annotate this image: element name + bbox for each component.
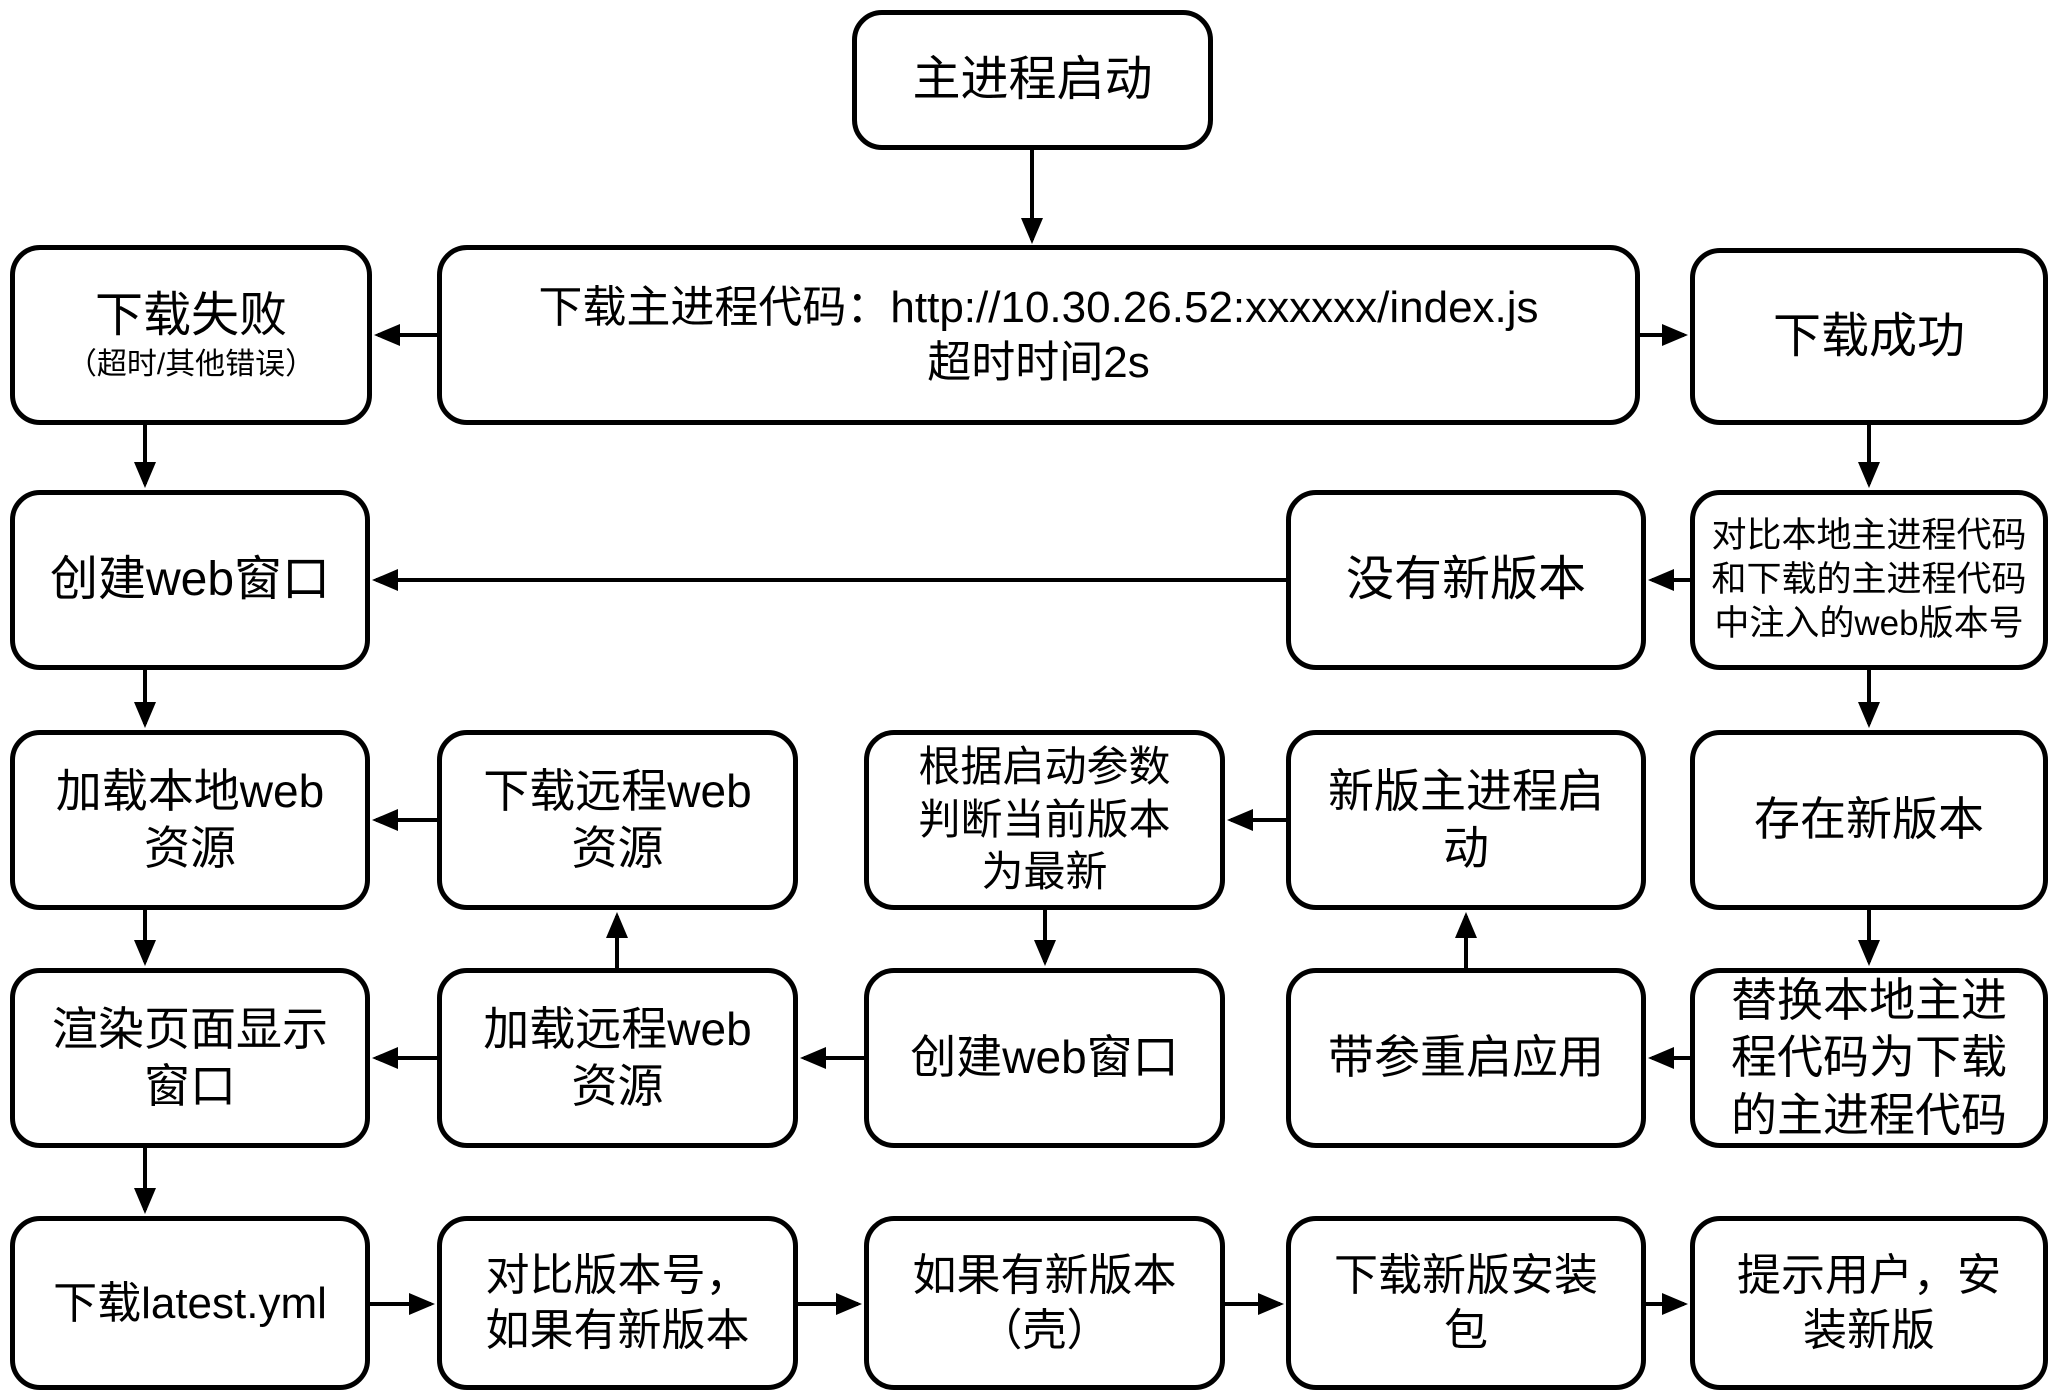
flow-node-download-fail: 下载失败 （超时/其他错误） xyxy=(10,245,372,425)
flow-node-label: 如果有新版本 xyxy=(912,1251,1177,1300)
flow-node-label: 加载远程web xyxy=(483,1002,752,1055)
flow-node-label: 包 xyxy=(1444,1306,1488,1355)
flow-node-label: 没有新版本 xyxy=(1345,553,1586,606)
flow-node-label: 超时时间2s xyxy=(927,338,1150,387)
flow-node-start: 主进程启动 xyxy=(852,10,1213,150)
flow-node-label: 资源 xyxy=(144,822,236,874)
flow-node-prompt-install: 提示用户，安装新版 xyxy=(1690,1216,2048,1390)
flow-node-label: 和下载的主进程代码 xyxy=(1711,560,2027,600)
flow-node-download-main: 下载主进程代码：http://10.30.26.52:xxxxxx/index.… xyxy=(437,245,1640,425)
flow-node-label: 下载失败 xyxy=(94,289,287,343)
flow-node-new-main-start: 新版主进程启动 xyxy=(1286,730,1646,910)
flow-node-label: 渲染页面显示 xyxy=(52,1002,328,1055)
flow-node-label: 为最新 xyxy=(981,848,1108,896)
flow-node-download-latest-yml: 下载latest.yml xyxy=(10,1216,370,1390)
flow-node-download-installer: 下载新版安装包 xyxy=(1286,1216,1646,1390)
flow-node-label: 存在新版本 xyxy=(1754,793,1984,846)
flow-node-label: 资源 xyxy=(571,1060,664,1112)
flow-node-compare-version: 对比本地主进程代码和下载的主进程代码中注入的web版本号 xyxy=(1690,490,2048,670)
flow-node-label: 下载主进程代码：http://10.30.26.52:xxxxxx/index.… xyxy=(538,283,1539,332)
flow-node-label: 下载远程web xyxy=(483,764,752,817)
flow-node-label: 根据启动参数 xyxy=(918,743,1171,791)
flow-node-label: 装新版 xyxy=(1803,1306,1935,1355)
flow-node-compare-version-num: 对比版本号， 如果有新版本 xyxy=(437,1216,798,1390)
flow-node-label: 的主进程代码 xyxy=(1731,1088,2007,1141)
flow-node-label: 创建web窗口 xyxy=(910,1031,1179,1084)
flow-node-label: 下载成功 xyxy=(1772,309,1965,363)
flow-node-exist-new-version: 存在新版本 xyxy=(1690,730,2048,910)
flow-node-create-web-window: 创建web窗口 xyxy=(10,490,370,670)
flow-node-label: 动 xyxy=(1443,822,1489,874)
flow-node-download-success: 下载成功 xyxy=(1690,248,2048,425)
flow-node-label: 替换本地主进 xyxy=(1731,973,2007,1026)
flow-node-render-page: 渲染页面显示窗口 xyxy=(10,968,370,1148)
flow-node-no-new-version: 没有新版本 xyxy=(1286,490,1646,670)
flow-node-label: 对比本地主进程代码 xyxy=(1711,516,2027,556)
flow-node-if-new-shell: 如果有新版本 （壳） xyxy=(864,1216,1225,1390)
flow-node-label: 主进程启动 xyxy=(912,53,1153,106)
flow-node-label: 判断当前版本 xyxy=(918,795,1171,843)
flow-node-judge-latest: 根据启动参数判断当前版本为最新 xyxy=(864,730,1225,910)
flow-node-label: 新版主进程启 xyxy=(1328,764,1604,817)
flow-node-label: 中注入的web版本号 xyxy=(1714,603,2024,643)
flow-node-label: （壳） xyxy=(978,1306,1111,1355)
flow-node-restart-with-args: 带参重启应用 xyxy=(1286,968,1646,1148)
flow-node-label: 下载新版安装 xyxy=(1334,1251,1598,1300)
flow-node-label: 下载latest.yml xyxy=(53,1278,327,1328)
flow-node-label: 资源 xyxy=(571,822,664,874)
flow-node-label: 程代码为下载 xyxy=(1731,1031,2007,1084)
flow-node-replace-local: 替换本地主进程代码为下载的主进程代码 xyxy=(1690,968,2048,1148)
flow-node-label: 加载本地web xyxy=(55,764,325,817)
flow-node-label: 创建web窗口 xyxy=(49,553,331,606)
flow-node-label: 带参重启应用 xyxy=(1328,1031,1604,1084)
flow-node-label: 提示用户，安 xyxy=(1737,1251,2001,1300)
flow-node-label: 对比版本号， xyxy=(485,1251,750,1300)
flow-node-create-web-window-2: 创建web窗口 xyxy=(864,968,1225,1148)
flow-node-label: 如果有新版本 xyxy=(485,1306,750,1355)
flow-node-label: 窗口 xyxy=(144,1060,236,1112)
flow-node-label: （超时/其他错误） xyxy=(66,348,316,382)
